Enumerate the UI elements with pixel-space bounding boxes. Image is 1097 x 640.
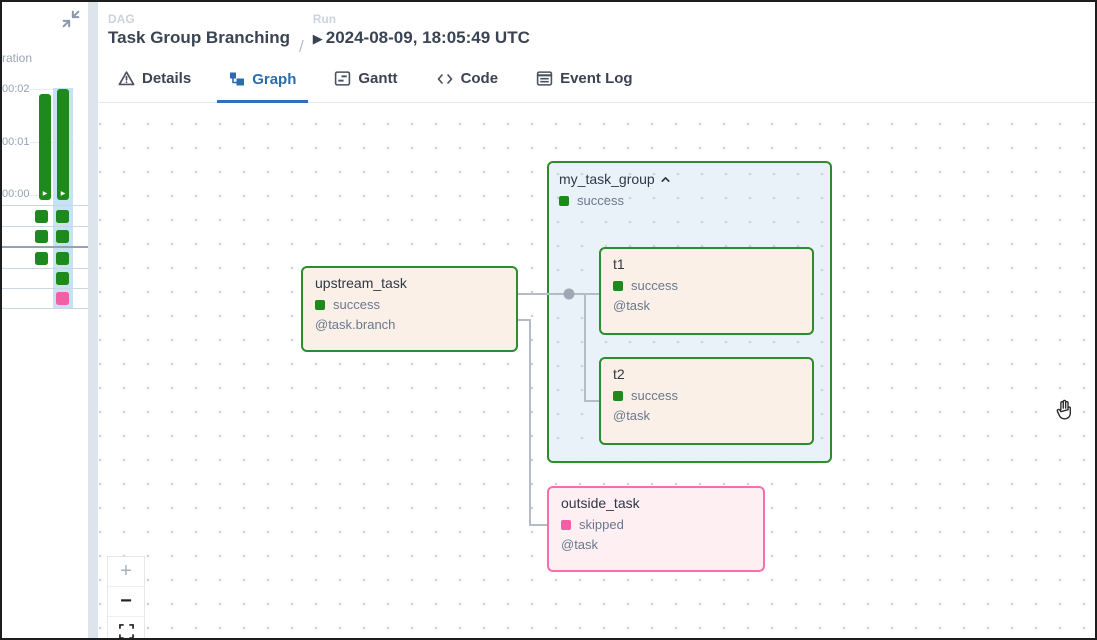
grid-sidebar: ration 00:02 00:01 00:00 ▶ ▶ [2,2,88,638]
code-icon [437,73,452,84]
task-title: upstream_task [315,275,407,291]
task-decorator: @task [561,537,599,552]
task-instance-square-success[interactable] [56,272,69,285]
task-title: outside_task [561,495,640,511]
run-value[interactable]: ▶2024-08-09, 18:05:49 UTC [313,28,530,48]
collapse-sidebar-button[interactable] [60,8,82,30]
dag-title[interactable]: Task Group Branching [108,28,290,47]
chevron-up-icon[interactable] [659,173,672,186]
task-instance-square-success[interactable] [56,210,69,223]
axis-tick: 00:00 [2,188,30,200]
status-text: success [577,193,624,208]
event-log-icon [536,71,553,86]
run-crumb: Run ▶2024-08-09, 18:05:49 UTC [313,12,530,48]
tab-label: Gantt [358,70,398,87]
warning-icon [118,71,135,86]
breadcrumb-separator: / [299,37,304,56]
task-instance-square-success[interactable] [35,210,48,223]
status-square-success [559,195,569,206]
status-square-success [315,299,325,310]
status-square-success [613,280,623,291]
row-separator [2,308,88,309]
duration-axis-label: ration [2,51,33,65]
task-group-title: my_task_group [559,171,655,187]
status-square-success [613,390,623,401]
dag-label: DAG [108,12,135,26]
fullscreen-icon [118,624,134,638]
status-text: skipped [579,517,624,532]
row-separator [2,268,88,269]
tab-details[interactable]: Details [106,58,203,102]
task-node-outside-task[interactable]: outside_task skipped @task [547,486,765,572]
row-separator-dark [2,246,88,248]
axis-gridline [30,142,74,143]
fit-view-button[interactable] [108,617,144,638]
axis-tick: 00:01 [2,136,30,148]
edge-upstream-to-t2 [569,293,599,402]
tab-label: Event Log [560,70,633,87]
task-decorator: @task.branch [315,317,396,332]
run-duration-bar[interactable]: ▶ [39,94,51,200]
task-instance-square-success[interactable] [35,252,48,265]
run-play-icon: ▶ [60,191,66,197]
panel-divider[interactable] [88,2,98,638]
canvas-controls: + − [107,556,145,638]
breadcrumb: DAG Task Group Branching / Run ▶2024-08-… [98,2,1095,58]
task-title: t1 [613,256,625,272]
graph-icon [230,72,245,86]
task-instance-square-skipped[interactable] [56,292,69,305]
status-square-skipped [561,519,571,530]
axis-gridline [30,195,74,196]
main-panel: DAG Task Group Branching / Run ▶2024-08-… [98,2,1095,638]
hand-grab-cursor-icon [1053,398,1075,427]
graph-canvas[interactable]: my_task_group success [98,103,1095,638]
tab-gantt[interactable]: Gantt [322,58,409,102]
run-label: Run [312,12,337,26]
run-play-icon: ▶ [312,31,323,46]
status-text: success [333,297,380,312]
run-duration-bar-selected[interactable]: ▶ [57,89,69,200]
tab-label: Details [142,70,192,87]
task-instance-square-success[interactable] [56,252,69,265]
tab-event-log[interactable]: Event Log [524,58,645,102]
tab-bar: Details Graph Gantt [98,58,1095,103]
row-separator [2,288,88,289]
edge-layer [518,288,599,526]
edge-junction-dot [563,288,575,300]
task-instance-square-success[interactable] [56,230,69,243]
edge-upstream-to-outside-task [518,319,547,526]
tab-graph[interactable]: Graph [217,58,309,103]
run-play-icon: ▶ [42,191,48,197]
row-separator [2,226,88,227]
compress-icon [62,10,80,28]
axis-tick: 00:02 [2,83,30,95]
status-text: success [631,278,678,293]
tab-code[interactable]: Code [424,58,511,102]
task-instance-square-success[interactable] [35,230,48,243]
dag-crumb: DAG Task Group Branching [108,12,290,48]
zoom-out-button[interactable]: − [108,587,144,617]
sidebar-separator [2,205,88,206]
task-decorator: @task [613,298,651,313]
task-node-upstream-task[interactable]: upstream_task success @task.branch [301,266,518,352]
run-timestamp: 2024-08-09, 18:05:49 UTC [325,28,530,47]
status-text: success [631,388,678,403]
gantt-icon [335,71,351,86]
task-node-t1[interactable]: t1 success @task [599,247,814,335]
tab-label: Graph [252,70,297,88]
axis-gridline [30,89,74,90]
tab-label: Code [460,70,499,87]
task-node-t2[interactable]: t2 success @task [599,357,814,445]
zoom-in-button[interactable]: + [108,557,144,587]
task-title: t2 [613,366,625,382]
task-decorator: @task [613,408,651,423]
